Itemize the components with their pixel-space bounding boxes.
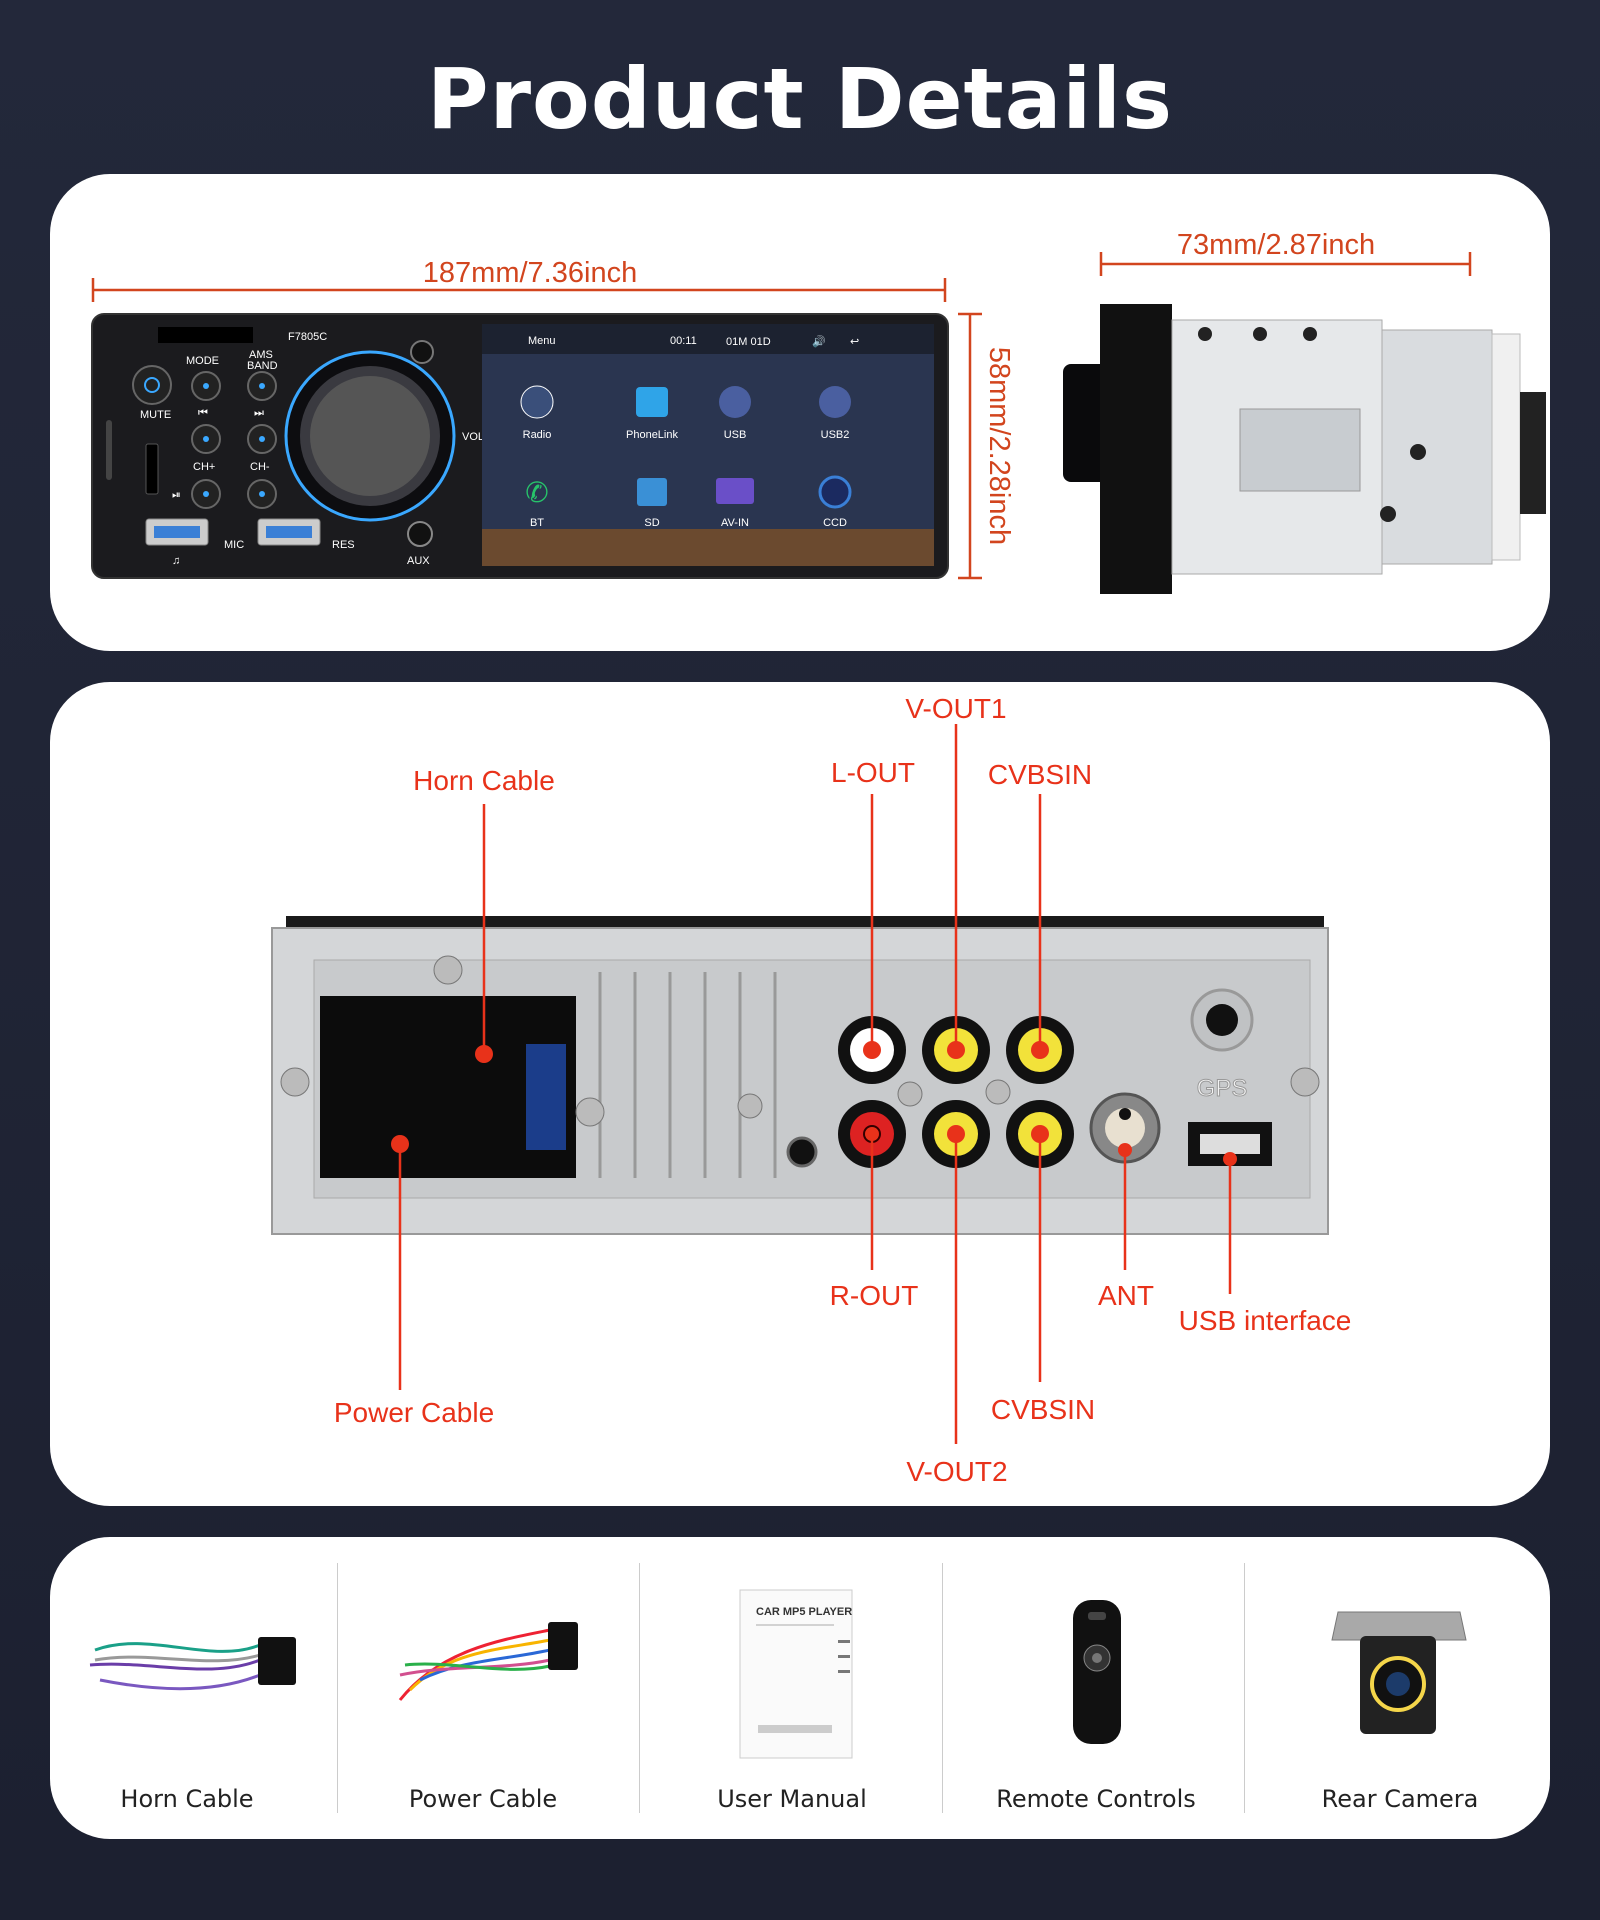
width-dimension-label: 187mm/7.36inch <box>423 257 637 289</box>
dimensions-panel: 187mm/7.36inch 58mm/2.28inch 73mm/2.87in… <box>50 174 1550 651</box>
page-title: Product Details <box>427 50 1173 148</box>
svg-text:AV-IN: AV-IN <box>721 517 749 529</box>
height-dimension-label: 58mm/2.28inch <box>983 347 1015 545</box>
svg-text:AMS: AMS <box>249 349 273 361</box>
ant-callout: ANT <box>1098 1280 1154 1311</box>
usb-interface-callout: USB interface <box>1179 1305 1352 1336</box>
front-unit-illustration: F7805C MUTE MODE AMS BAND ⏮ ⏭ CH+ CH- ⏯ <box>91 313 949 579</box>
svg-text:CCD: CCD <box>823 517 847 529</box>
screen-menu-label: Menu <box>528 335 556 347</box>
horn-cable-callout: Horn Cable <box>413 765 555 796</box>
svg-text:SD: SD <box>644 517 659 529</box>
svg-text:MUTE: MUTE <box>140 409 171 421</box>
dimensions-illustration: 187mm/7.36inch 58mm/2.28inch 73mm/2.87in… <box>91 229 1546 594</box>
accessory-divider <box>337 1563 338 1813</box>
svg-text:MODE: MODE <box>186 355 219 367</box>
accessory-label: Horn Cable <box>120 1785 254 1813</box>
l-out-callout: L-OUT <box>831 757 915 788</box>
v-out2-callout: V-OUT2 <box>906 1456 1007 1487</box>
depth-dimension-label: 73mm/2.87inch <box>1177 229 1375 261</box>
accessory-label: Power Cable <box>408 1785 558 1813</box>
svg-text:🔊: 🔊 <box>812 334 826 348</box>
screen-time: 00:11 <box>670 335 697 347</box>
svg-text:⏮: ⏮ <box>198 407 208 419</box>
gps-engraving: GPS <box>1197 1075 1248 1102</box>
side-unit-illustration <box>1063 304 1546 594</box>
cvbsin-bottom-callout: CVBSIN <box>991 1394 1095 1425</box>
svg-text:BAND: BAND <box>247 360 278 372</box>
svg-text:PhoneLink: PhoneLink <box>626 429 678 441</box>
svg-text:⏯: ⏯ <box>172 489 181 501</box>
screen-date: 01M 01D <box>726 336 771 348</box>
rear-panel-section: GPS <box>50 682 1550 1506</box>
svg-text:CH+: CH+ <box>193 461 215 473</box>
svg-text:CH-: CH- <box>250 461 270 473</box>
power-cable-callout: Power Cable <box>334 1397 494 1428</box>
svg-text:RES: RES <box>332 539 355 551</box>
rear-panel-illustration: GPS <box>271 693 1352 1487</box>
accessory-divider <box>639 1563 640 1813</box>
svg-text:⏭: ⏭ <box>254 407 264 419</box>
accessory-label: Rear Camera <box>1321 1785 1479 1813</box>
r-out-callout: R-OUT <box>830 1280 919 1311</box>
accessory-divider <box>942 1563 943 1813</box>
accessory-label: User Manual <box>717 1785 867 1813</box>
svg-text:BT: BT <box>530 517 544 529</box>
svg-text:MIC: MIC <box>224 539 244 551</box>
accessory-divider <box>1244 1563 1245 1813</box>
accessory-label: Remote Controls <box>996 1785 1196 1813</box>
svg-text:VOL: VOL <box>462 431 484 443</box>
svg-text:USB2: USB2 <box>821 429 850 441</box>
model-label: F7805C <box>288 331 327 343</box>
svg-text:USB: USB <box>724 429 747 441</box>
svg-text:✆: ✆ <box>525 477 548 508</box>
cvbsin-top-callout: CVBSIN <box>988 759 1092 790</box>
svg-text:♫: ♫ <box>172 555 180 567</box>
svg-text:Radio: Radio <box>523 429 552 441</box>
svg-text:AUX: AUX <box>407 555 430 567</box>
v-out1-callout: V-OUT1 <box>905 693 1006 724</box>
svg-text:↩: ↩ <box>850 336 859 348</box>
